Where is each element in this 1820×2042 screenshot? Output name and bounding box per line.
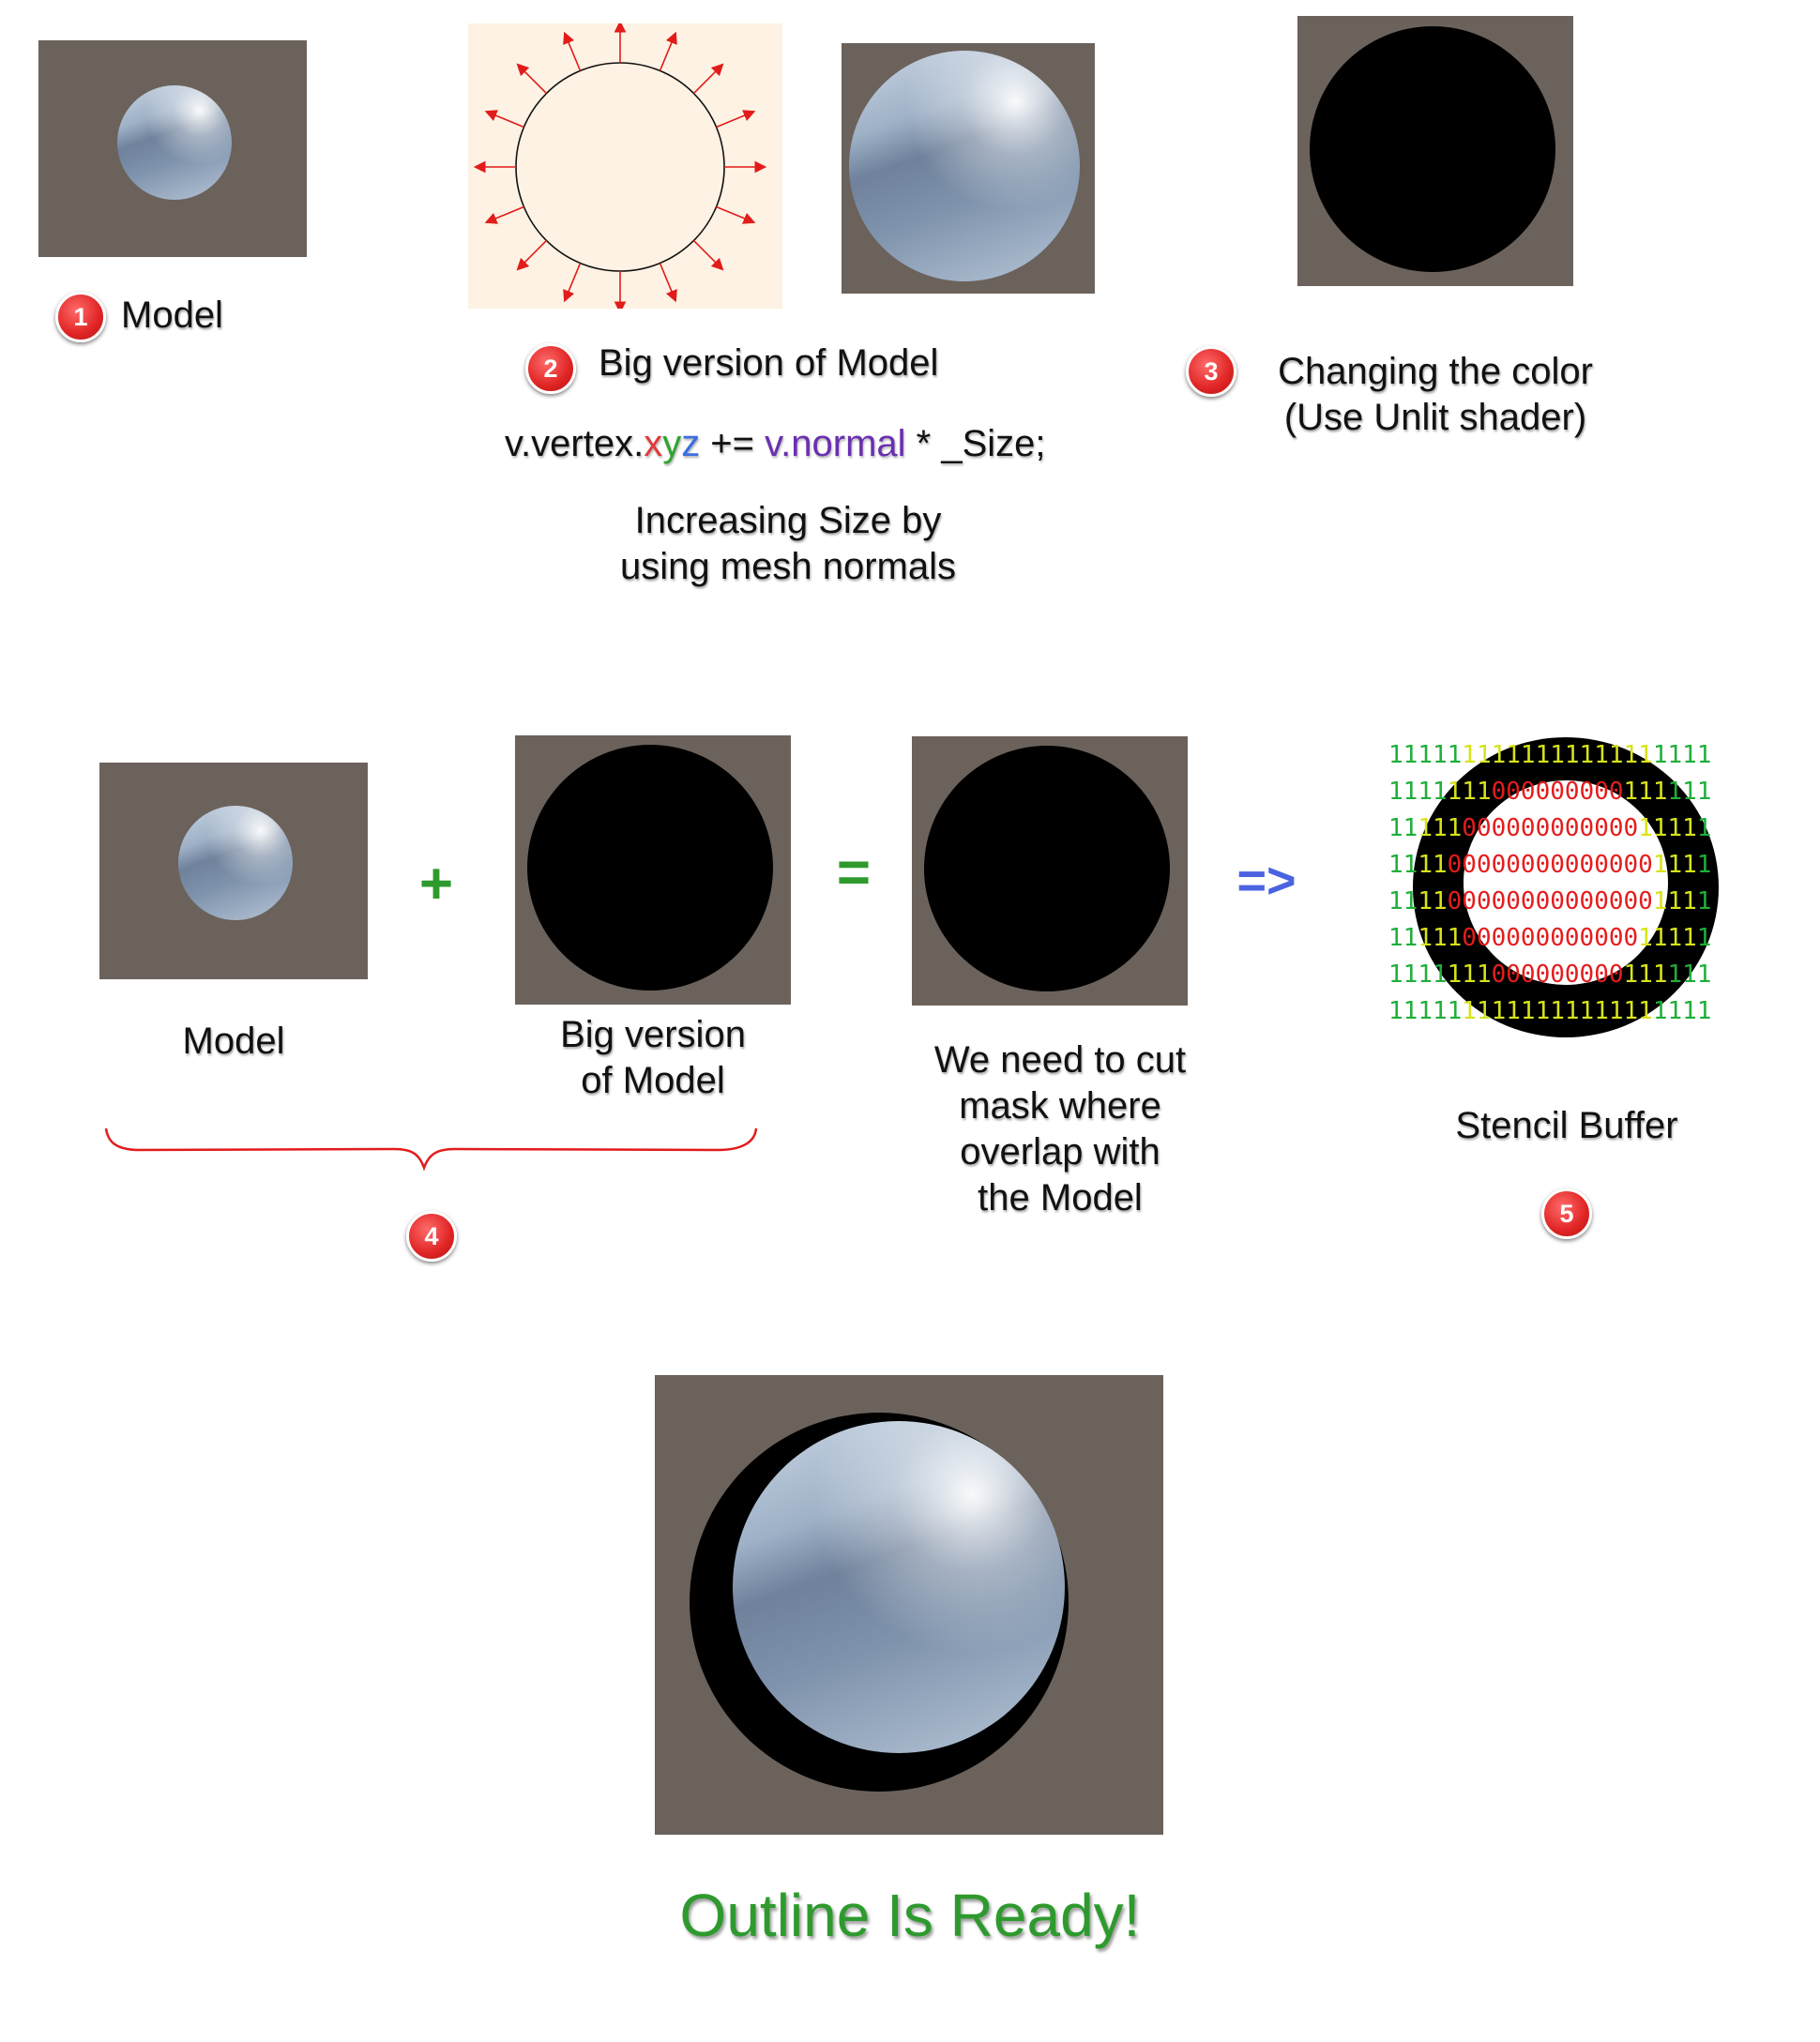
big-model-preview-panel [842, 43, 1095, 294]
vertex-offset-code: v.vertex.xyz += v.normal * _Size; [505, 423, 1046, 465]
normal-arrow [563, 263, 582, 303]
equation-big-label-line2: of Model [581, 1060, 725, 1101]
equation-result-panel [912, 736, 1188, 1006]
equation-result-disc [924, 746, 1170, 991]
normal-arrow [484, 110, 524, 129]
normal-arrow [716, 205, 756, 224]
step-2-description-line2: using mesh normals [620, 546, 956, 587]
unlit-preview-panel [1297, 16, 1573, 286]
normal-arrow [563, 31, 582, 71]
normal-arrow [484, 205, 524, 224]
step-5-badge: 5 [1541, 1188, 1592, 1239]
mesh-normals-diagram [468, 20, 782, 314]
grouping-brace [104, 1127, 758, 1172]
equation-big-label-line1: Big version [560, 1014, 746, 1055]
code-z: z [681, 423, 701, 464]
step-2-label: Big version of Model [599, 342, 939, 384]
normal-arrow [659, 263, 677, 303]
normal-arrow [516, 63, 548, 95]
cut-mask-line1: We need to cut [933, 1039, 1187, 1081]
stencil-row: 1111111000000000111111 [1388, 960, 1712, 989]
equation-model-sphere [178, 806, 293, 920]
step-3-label-line2: (Use Unlit shader) [1283, 397, 1587, 438]
cut-mask-line3: overlap with [960, 1131, 1160, 1172]
cut-mask-line4: the Model [978, 1177, 1143, 1218]
model-preview-panel [38, 40, 307, 257]
code-normal: v.normal [765, 423, 906, 464]
step-1-label: Model [121, 295, 223, 336]
step-3-badge: 3 [1186, 346, 1236, 397]
final-caption: Outline Is Ready! [679, 1882, 1141, 1949]
step-1-badge: 1 [55, 292, 106, 342]
stencil-buffer-label: Stencil Buffer [1455, 1105, 1678, 1146]
equation-model-panel [99, 763, 368, 979]
stencil-row: 1111111111111111111111 [1388, 997, 1712, 1025]
step-2-badge: 2 [525, 343, 576, 394]
step-3-label-line1: Changing the color [1278, 351, 1593, 392]
unlit-black-disc [1310, 26, 1555, 272]
equals-sign: = [836, 840, 872, 905]
stencil-row: 1111100000000000011111 [1388, 814, 1712, 842]
normal-arrow [692, 63, 724, 95]
equation-model-label: Model [182, 1021, 285, 1062]
outline-circle [515, 62, 725, 272]
implies-arrow: => [1236, 853, 1297, 909]
stencil-buffer-graphic: 1111111111111111111111 111111100000000011… [1388, 737, 1754, 1037]
equation-big-panel [515, 735, 791, 1005]
code-op: += [700, 423, 766, 464]
code-y: y [662, 423, 682, 464]
equation-big-disc [527, 745, 773, 991]
stencil-row: 1111000000000000001111 [1388, 887, 1712, 915]
final-model-sphere [733, 1421, 1065, 1753]
cut-mask-line2: mask where [959, 1085, 1161, 1127]
normal-arrow [692, 239, 724, 271]
normal-arrow [516, 239, 548, 271]
step-2-description-line1: Increasing Size by [634, 500, 942, 541]
normals-svg [473, 20, 767, 314]
stencil-row: 1111111000000000111111 [1388, 778, 1712, 806]
plus-sign: + [418, 852, 454, 916]
normal-arrow [659, 31, 677, 71]
model-sphere [117, 85, 232, 200]
big-model-sphere [849, 51, 1080, 281]
stencil-row: 1111111111111111111111 [1388, 741, 1712, 769]
code-prefix: v.vertex. [505, 423, 645, 464]
stencil-ring-inner [1464, 780, 1668, 985]
code-x: x [644, 423, 663, 464]
stencil-row: 1111100000000000011111 [1388, 924, 1712, 952]
code-suffix: * _Size; [905, 423, 1046, 464]
normal-arrow [716, 110, 756, 129]
stencil-row: 1111000000000000001111 [1388, 851, 1712, 879]
final-outline-panel [655, 1375, 1163, 1835]
step-4-badge: 4 [406, 1211, 457, 1262]
